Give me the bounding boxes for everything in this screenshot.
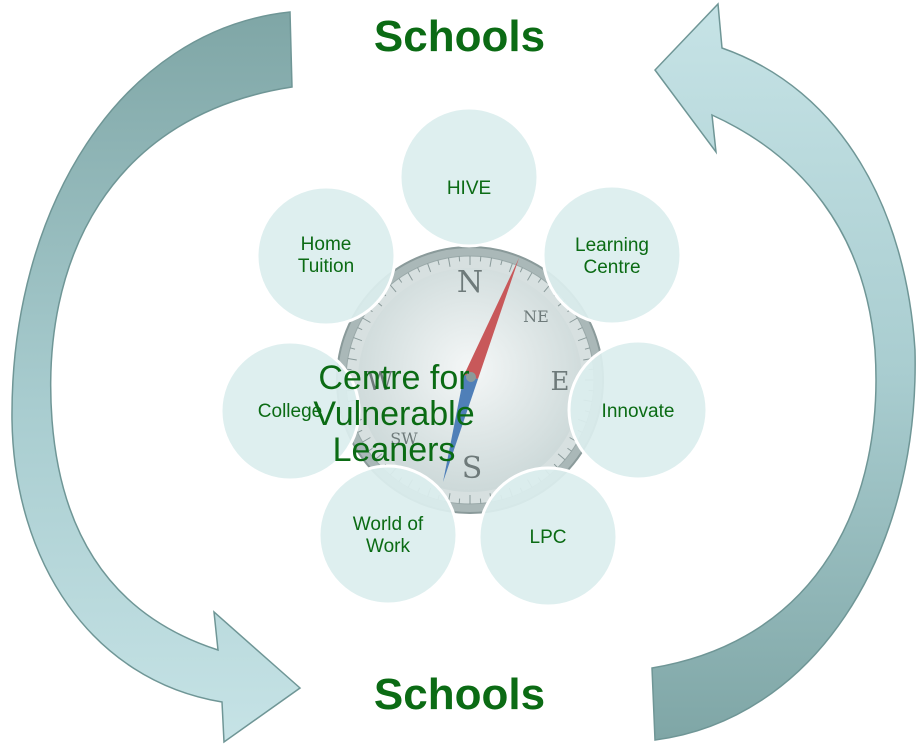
compass-tick [398, 278, 403, 283]
satellite-label-lpc: LPC [529, 527, 567, 548]
compass-tick [357, 327, 363, 331]
compass-tick [519, 267, 523, 273]
compass-tick [567, 447, 572, 452]
left-curved-arrow [11, 11, 302, 744]
compass-tick [357, 429, 363, 433]
compass-tick [527, 272, 533, 281]
satellite-circle-innovate [567, 339, 709, 481]
compass-tick [489, 257, 493, 267]
compass-tick [362, 317, 371, 323]
compass-letter-n: N [457, 265, 483, 300]
compass-tick [347, 357, 357, 361]
compass-tick [362, 437, 371, 443]
compass-needle-north [464, 258, 519, 379]
satellite-label-innovate: Innovate [601, 401, 675, 422]
satellite-circle-hive [398, 106, 540, 248]
compass-letter-sw: SW [390, 429, 418, 448]
compass-letter-w: W [367, 367, 394, 397]
compass-tick [500, 260, 503, 266]
compass-tick [577, 337, 587, 342]
compass-tick [427, 263, 432, 273]
compass-tick [569, 317, 578, 323]
satellite-label-home-tuition: Home Tuition [297, 234, 355, 277]
compass-tick [557, 453, 566, 461]
satellite-label-college: College [257, 401, 323, 422]
compass-tick [508, 263, 513, 273]
right-curved-arrow [651, 2, 916, 741]
compass-tick [389, 284, 397, 293]
satellite-circle-world-of-work [317, 464, 459, 606]
satellite-circle-home-tuition [255, 185, 397, 327]
satellite-label-learning-centre: Learning Centre [575, 235, 649, 278]
compass-pivot [466, 372, 476, 382]
compass-tick [543, 284, 551, 293]
compass-tick [437, 260, 440, 266]
satellite-circle-learning-centre [541, 184, 683, 326]
compass-tick [584, 347, 590, 350]
satellite-circle-lpc [477, 466, 619, 608]
compass-letter-s: S [462, 451, 483, 486]
compass-tick [407, 272, 413, 281]
compass-letter-e: E [551, 367, 570, 397]
satellite-label-hive: HIVE [446, 178, 492, 199]
title-top: Schools [373, 12, 546, 61]
compass-tick [368, 447, 373, 452]
compass-tick [447, 257, 451, 267]
compass-tick [537, 278, 542, 283]
satellite-circles [219, 106, 709, 608]
compass-tick [350, 347, 356, 350]
center-label: Centre for Vulnerable Leaners [313, 359, 475, 469]
compass-tick [353, 337, 363, 342]
compass-tick [374, 453, 383, 461]
compass-letter-ne: NE [523, 307, 549, 326]
compass-needle-south [443, 375, 478, 482]
compass-tick [577, 327, 583, 331]
title-bottom: Schools [373, 670, 546, 719]
satellite-circle-college [219, 340, 361, 482]
compass-tick [417, 267, 421, 273]
satellite-label-world-of-work: World of Work [352, 514, 424, 557]
